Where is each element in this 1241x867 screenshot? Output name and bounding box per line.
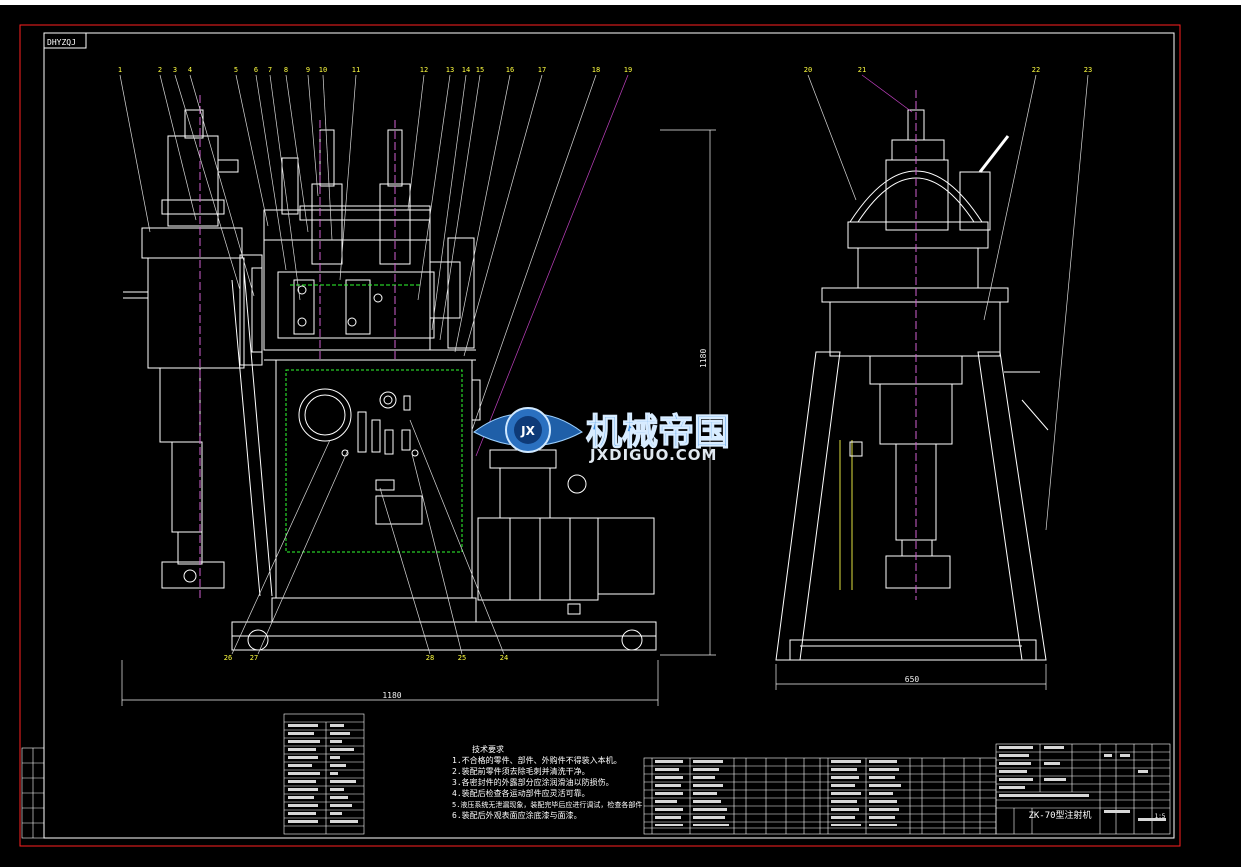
part-labels-bottom: 26 27 28 25 24 — [224, 654, 508, 662]
part-number: 13 — [446, 66, 454, 74]
left-margin-block — [21, 747, 45, 839]
part-number: 12 — [420, 66, 428, 74]
side-dimensions — [775, 664, 1047, 690]
part-number: 16 — [506, 66, 514, 74]
drawing-scale: 1:5 — [1155, 813, 1166, 820]
part-number: 15 — [476, 66, 484, 74]
note-line: 5.液压系统无泄漏现象，装配完毕后应进行调试，检查各部件 — [452, 800, 642, 809]
note-line: 4.装配后检查各运动部件应灵活可靠。 — [452, 788, 590, 798]
part-number: 20 — [804, 66, 812, 74]
parts-list — [643, 757, 997, 835]
part-number: 28 — [426, 654, 434, 662]
title-block-marks — [999, 746, 1166, 821]
dim-side-width: 650 — [905, 675, 920, 684]
caster-right — [621, 629, 643, 651]
watermark-title: 机械帝国 — [586, 412, 730, 453]
top-edge — [0, 0, 1241, 5]
part-number: 24 — [500, 654, 508, 662]
front-view — [123, 95, 657, 651]
caster-left — [247, 629, 269, 651]
part-labels-top-left: 1 2 3 4 5 6 7 8 9 10 11 12 13 14 15 16 1… — [118, 66, 632, 74]
note-line: 3.各密封件的外露部分应涂润滑油以防损伤。 — [452, 777, 614, 787]
pressure-gauge-ring — [298, 388, 352, 442]
part-number: 11 — [352, 66, 360, 74]
part-number: 19 — [624, 66, 632, 74]
part-number: 9 — [306, 66, 310, 74]
outer-frame — [19, 24, 1181, 847]
part-number: 17 — [538, 66, 546, 74]
inner-frame — [43, 32, 1175, 839]
hydraulic-cylinder-left — [167, 135, 219, 227]
drawing-title: ZK-70型注射机 — [1028, 809, 1091, 821]
part-number: 6 — [254, 66, 258, 74]
dim-total-height: 1180 — [699, 349, 708, 368]
parameter-table-marks — [288, 724, 358, 823]
part-number: 1 — [118, 66, 122, 74]
dim-total-width: 1180 — [382, 691, 401, 700]
part-number: 23 — [1084, 66, 1092, 74]
leader-lines — [119, 74, 1089, 655]
code-box-text: DHYZQJ — [47, 38, 76, 47]
side-view — [775, 90, 1049, 661]
notes-heading: 技术要求 — [472, 744, 504, 754]
part-number: 4 — [188, 66, 192, 74]
watermark-badge: JX — [520, 424, 535, 438]
code-box — [43, 32, 87, 49]
part-number: 3 — [173, 66, 177, 74]
part-number: 26 — [224, 654, 232, 662]
technical-notes: 技术要求 1.不合格的零件、部件、外购件不得装入本机。 2.装配前零件须去除毛刺… — [452, 744, 642, 820]
note-line: 6.装配后外观表面应涂底漆与面漆。 — [452, 810, 582, 820]
part-number: 2 — [158, 66, 162, 74]
parameter-table — [283, 713, 365, 835]
part-number: 21 — [858, 66, 866, 74]
part-number: 22 — [1032, 66, 1040, 74]
note-line: 1.不合格的零件、部件、外购件不得装入本机。 — [452, 755, 622, 765]
title-block — [995, 743, 1171, 835]
part-number: 25 — [458, 654, 466, 662]
watermark-subtitle: JXDIGUO.COM — [589, 446, 717, 464]
part-labels-side: 20 21 22 23 — [804, 66, 1092, 74]
parts-list-marks — [655, 760, 901, 826]
part-number: 14 — [462, 66, 470, 74]
part-number: 7 — [268, 66, 272, 74]
part-number: 27 — [250, 654, 258, 662]
front-dimensions — [121, 129, 716, 706]
leader-lines-alt — [475, 74, 913, 457]
part-number: 18 — [592, 66, 600, 74]
note-line: 2.装配前零件须去除毛刺并清洗干净。 — [452, 766, 590, 776]
part-number: 8 — [284, 66, 288, 74]
watermark: JX 机械帝国 JXDIGUO.COM — [473, 407, 731, 464]
part-number: 5 — [234, 66, 238, 74]
part-number: 10 — [319, 66, 327, 74]
